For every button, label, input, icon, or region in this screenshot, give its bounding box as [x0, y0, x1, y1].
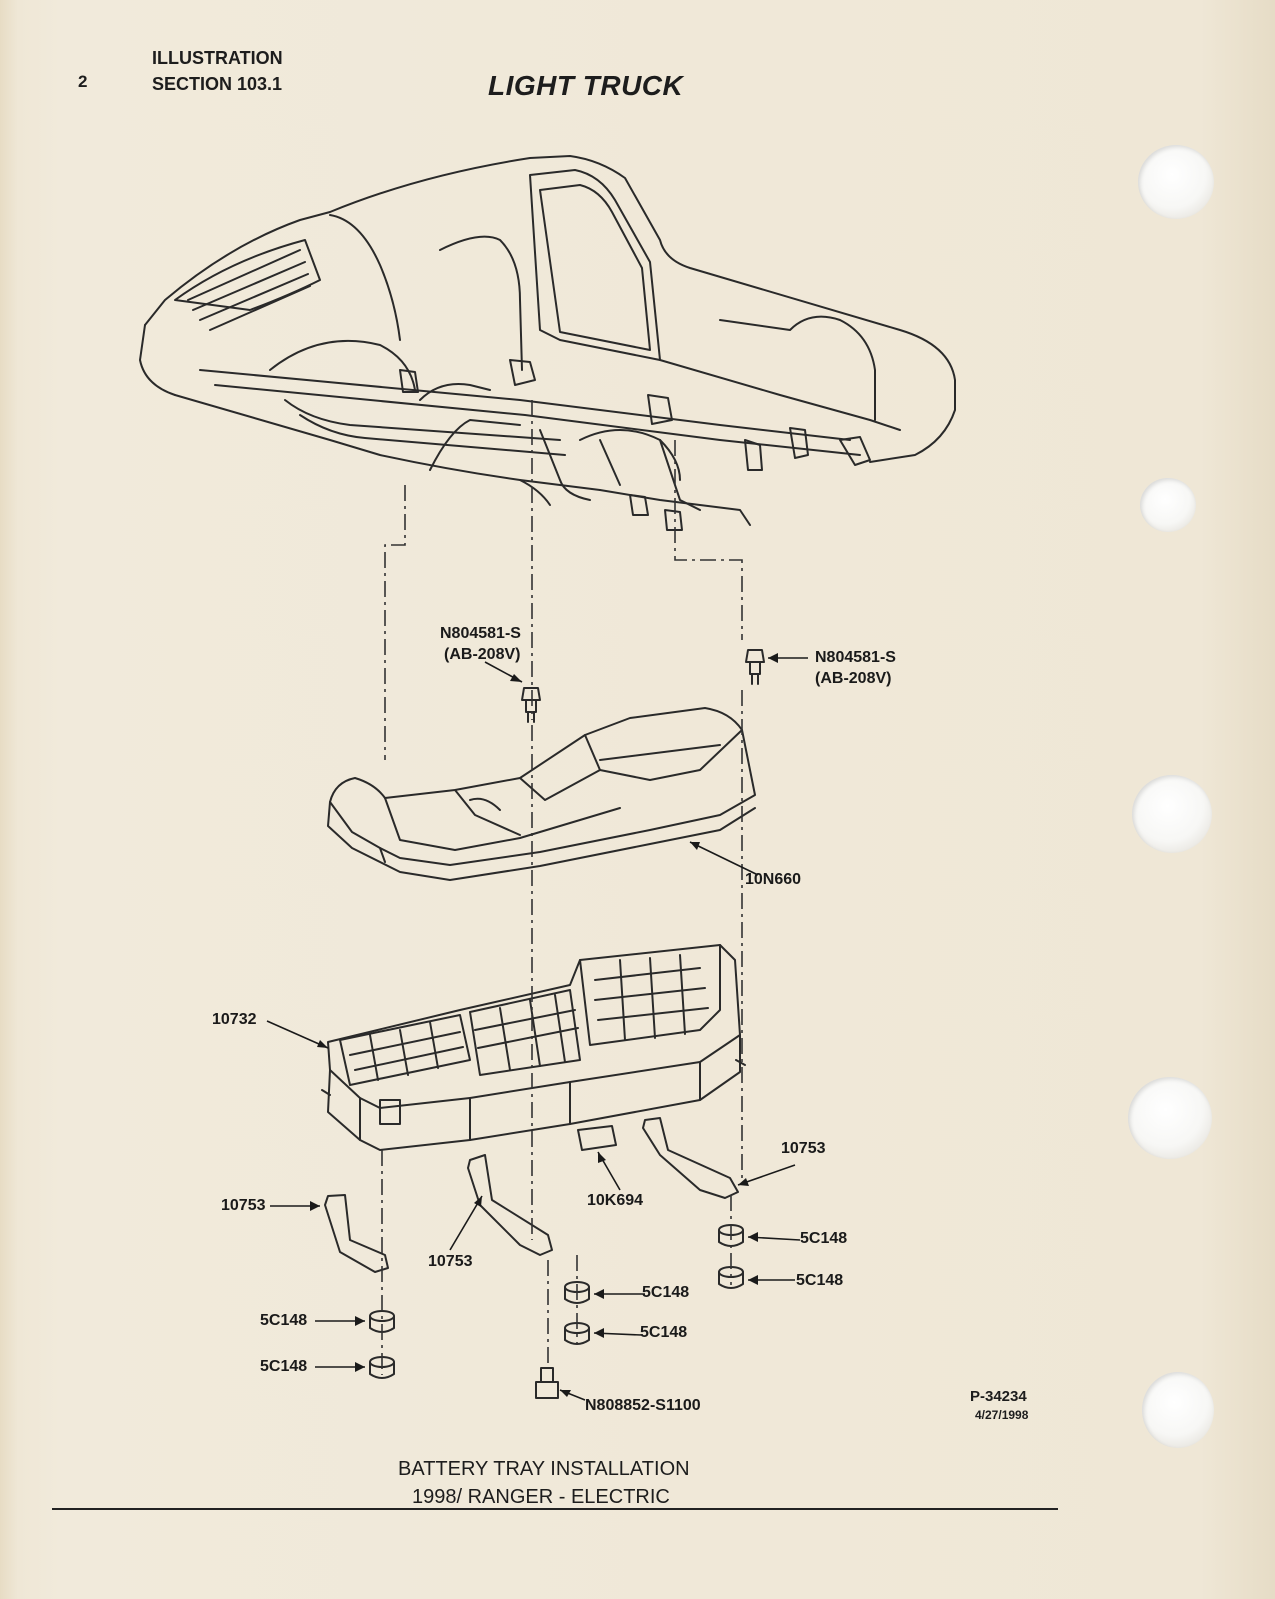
callout-fastener-right: N804581-S — [815, 649, 896, 666]
binder-hole-4 — [1128, 1077, 1212, 1159]
callout-battery-tray: 10732 — [212, 1011, 257, 1028]
binder-hole-5 — [1142, 1372, 1214, 1448]
leader-arrowheads — [310, 653, 778, 1397]
bracket-left-drawing — [324, 1194, 389, 1273]
caption-subtitle: 1998/ RANGER - ELECTRIC — [412, 1486, 670, 1508]
reference-date: 4/27/1998 — [975, 1408, 1029, 1422]
callout-bolt: N808852-S1100 — [585, 1397, 701, 1414]
callout-insulator-middle-upper: 5C148 — [642, 1284, 690, 1301]
clip-drawing — [577, 1125, 617, 1151]
leader-lines — [266, 657, 808, 1401]
illustration-label: ILLUSTRATION — [152, 48, 283, 68]
bolt-left-drawing — [521, 687, 541, 723]
callout-insulator-left-upper: 5C148 — [260, 1312, 308, 1329]
bolt-bottom-drawing — [535, 1367, 559, 1399]
callout-insulator-right-lower: 5C148 — [796, 1272, 844, 1289]
reference-code: P-34234 — [970, 1388, 1027, 1405]
battery-tray-drawing — [321, 944, 746, 1151]
bracket-middle-drawing — [467, 1154, 553, 1256]
callout-fastener-right-spec: (AB-208V) — [815, 670, 892, 687]
page-title: LIGHT TRUCK — [488, 70, 684, 101]
truck-body-drawing — [139, 155, 956, 531]
assembly-centerlines — [381, 400, 743, 1375]
footer-rule — [52, 1508, 1058, 1510]
callout-clip: 10K694 — [587, 1192, 644, 1209]
callout-bracket-middle: 10753 — [428, 1253, 473, 1270]
callout-insulator-middle-lower: 5C148 — [640, 1324, 688, 1341]
binder-hole-3 — [1132, 775, 1212, 853]
callout-insulator-right-upper: 5C148 — [800, 1230, 848, 1247]
callout-fastener-left-spec: (AB-208V) — [444, 646, 521, 663]
bracket-right-drawing — [642, 1117, 739, 1199]
binder-hole-1 — [1138, 145, 1214, 219]
callout-bracket-left: 10753 — [221, 1197, 266, 1214]
section-label: SECTION 103.1 — [152, 74, 283, 94]
callout-tray-cover: 10N660 — [745, 871, 802, 888]
caption-title: BATTERY TRAY INSTALLATION — [398, 1458, 690, 1480]
callout-bracket-right: 10753 — [781, 1140, 826, 1157]
callout-fastener-left: N804581-S — [440, 625, 521, 642]
tray-cover-drawing — [327, 707, 756, 881]
bolt-right-drawing — [745, 649, 765, 685]
page-number: 2 — [78, 72, 88, 91]
binder-hole-2 — [1140, 478, 1196, 532]
callout-insulator-left-lower: 5C148 — [260, 1358, 308, 1375]
